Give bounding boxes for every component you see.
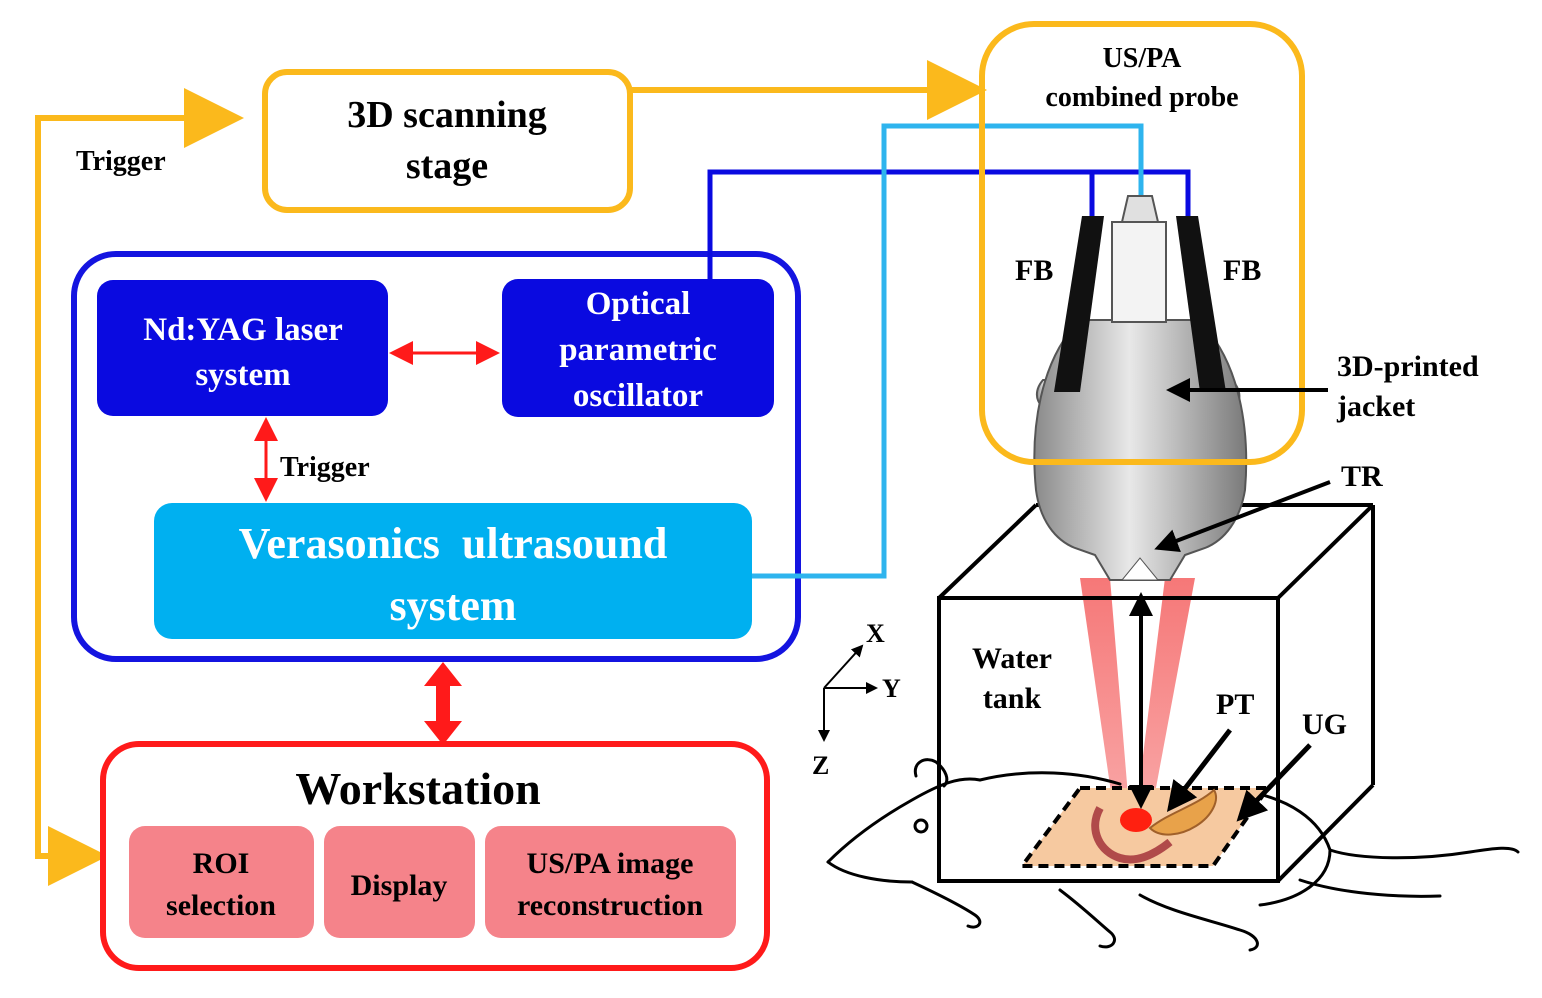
roi-box [129,826,314,938]
combined-probe [1033,195,1248,581]
ug-arrow [1236,743,1312,822]
axis-y-label: Y [882,674,901,703]
probe-enclosure [979,21,1305,465]
opo-label-2: parametric [559,332,717,368]
water-tank-label-1: Water [972,642,1052,675]
fb-left-label: FB [1015,254,1053,287]
scanning-stage-label-2: stage [406,145,488,187]
laser-system-box [97,280,388,416]
water-tank-front [937,596,1280,883]
recon-label-2: reconstruction [517,889,703,922]
axis-x-label: X [866,619,885,648]
display-box [324,826,475,938]
laser-label-2: system [195,357,290,393]
mouse-illustration [826,758,1520,952]
workstation-title: Workstation [295,763,540,814]
verasonics-box [154,503,752,639]
verasonics-label-1: Verasonics ultrasound [239,519,668,568]
trigger-left-label: Trigger [76,146,166,177]
probe-label-1: US/PA [1103,43,1183,74]
orange-trigger-lines [35,60,987,886]
us-cable-line [752,123,1144,579]
ug-label: UG [1302,708,1347,741]
pt-arrow [1166,728,1232,812]
laser-beams [1080,578,1195,820]
roi-label-2: selection [166,889,276,922]
laser-label-1: Nd:YAG laser [143,312,343,348]
jacket-label-1: 3D-printed [1337,350,1479,383]
recon-label-1: US/PA image [527,847,694,880]
jacket-label-2: jacket [1336,390,1415,423]
display-label: Display [351,869,448,902]
trigger-inner-label: Trigger [280,452,370,483]
roi-label-1: ROI [193,847,250,880]
opo-fiber-line [707,169,1191,279]
recon-box [485,826,736,938]
axis-z-label: Z [812,751,829,780]
scanning-stage-label-1: 3D scanning [347,94,547,136]
system-workstation-arrow [424,662,462,745]
tr-arrow [1154,480,1331,553]
coordinate-axes [818,644,878,742]
opo-box [502,279,774,417]
verasonics-label-2: system [389,581,516,630]
probe-label-2: combined probe [1045,82,1238,113]
scanning-stage-box [262,69,633,213]
fb-right-label: FB [1223,254,1261,287]
water-tank-label-2: tank [983,682,1042,715]
pancreas-tumor [1091,788,1217,864]
tr-label: TR [1341,460,1383,493]
opo-label-1: Optical [586,286,691,322]
pt-label: PT [1216,688,1254,721]
opo-label-3: oscillator [573,378,703,414]
